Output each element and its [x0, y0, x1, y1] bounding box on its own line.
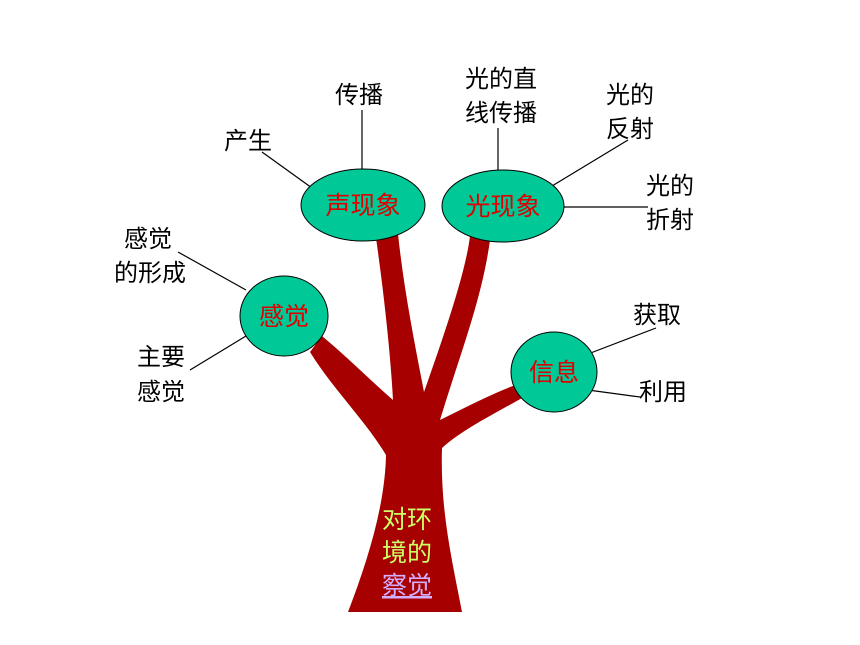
- node-sense-label: 感觉: [259, 302, 309, 331]
- node-light-label: 光现象: [465, 192, 540, 221]
- leaf-sense-form-2: 的形成: [114, 259, 186, 287]
- node-info-label: 信息: [529, 358, 579, 387]
- node-light[interactable]: 光现象: [441, 169, 565, 243]
- leaf-light-straight-1: 光的直: [465, 65, 537, 93]
- leaf-sense-main-2: 感觉: [137, 378, 185, 406]
- trunk-label-line1: 对环: [382, 505, 432, 534]
- node-sense[interactable]: 感觉: [239, 275, 329, 357]
- leaf-info-obtain: 获取: [633, 301, 681, 329]
- line-info-obtain: [587, 327, 657, 355]
- leaf-sound-propagate: 传播: [335, 81, 383, 109]
- line-light-reflect: [551, 139, 629, 187]
- line-info-use: [587, 389, 641, 398]
- trunk-label-link[interactable]: 察觉: [382, 571, 432, 600]
- node-info[interactable]: 信息: [510, 331, 598, 413]
- line-sense-main: [189, 335, 247, 371]
- node-sound-label: 声现象: [325, 191, 400, 220]
- line-sense-form: [177, 251, 247, 291]
- leaf-light-reflect-2: 反射: [606, 115, 654, 143]
- leaf-sense-form-1: 感觉: [124, 225, 172, 253]
- leaf-light-refract-2: 折射: [646, 206, 694, 234]
- leaf-light-refract-1: 光的: [646, 172, 694, 200]
- tree-trunk: [310, 234, 522, 612]
- line-sound-produce: [261, 151, 313, 189]
- leaf-info-use: 利用: [639, 378, 687, 406]
- leaf-sound-produce: 产生: [224, 127, 272, 155]
- trunk-label-line2: 境的: [382, 538, 432, 567]
- leaf-sense-main-1: 主要: [137, 343, 185, 371]
- leaf-light-straight-2: 线传播: [465, 99, 537, 127]
- connector-lines: [177, 110, 657, 398]
- node-sound[interactable]: 声现象: [300, 168, 426, 242]
- leaf-light-reflect-1: 光的: [606, 81, 654, 109]
